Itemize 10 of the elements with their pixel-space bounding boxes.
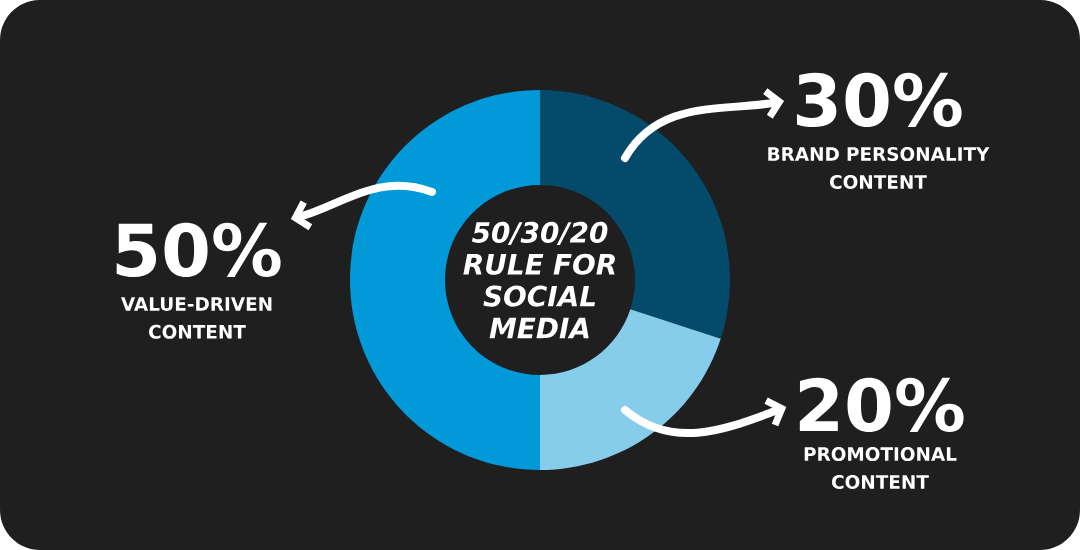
curved-arrow: [621, 88, 785, 162]
center-title: 50/30/20 RULE FOR SOCIAL MEDIA: [463, 221, 615, 339]
percentage: 20%: [799, 377, 964, 433]
category-label: VALUE-DRIVEN CONTENT: [121, 297, 272, 339]
curved-arrow: [621, 397, 787, 438]
category-label: PROMOTIONAL CONTENT: [804, 447, 957, 489]
percentage: 30%: [796, 72, 962, 128]
percentage: 50%: [116, 222, 281, 278]
curved-arrow: [290, 181, 436, 231]
category-label: BRAND PERSONALITY CONTENT: [768, 147, 990, 189]
